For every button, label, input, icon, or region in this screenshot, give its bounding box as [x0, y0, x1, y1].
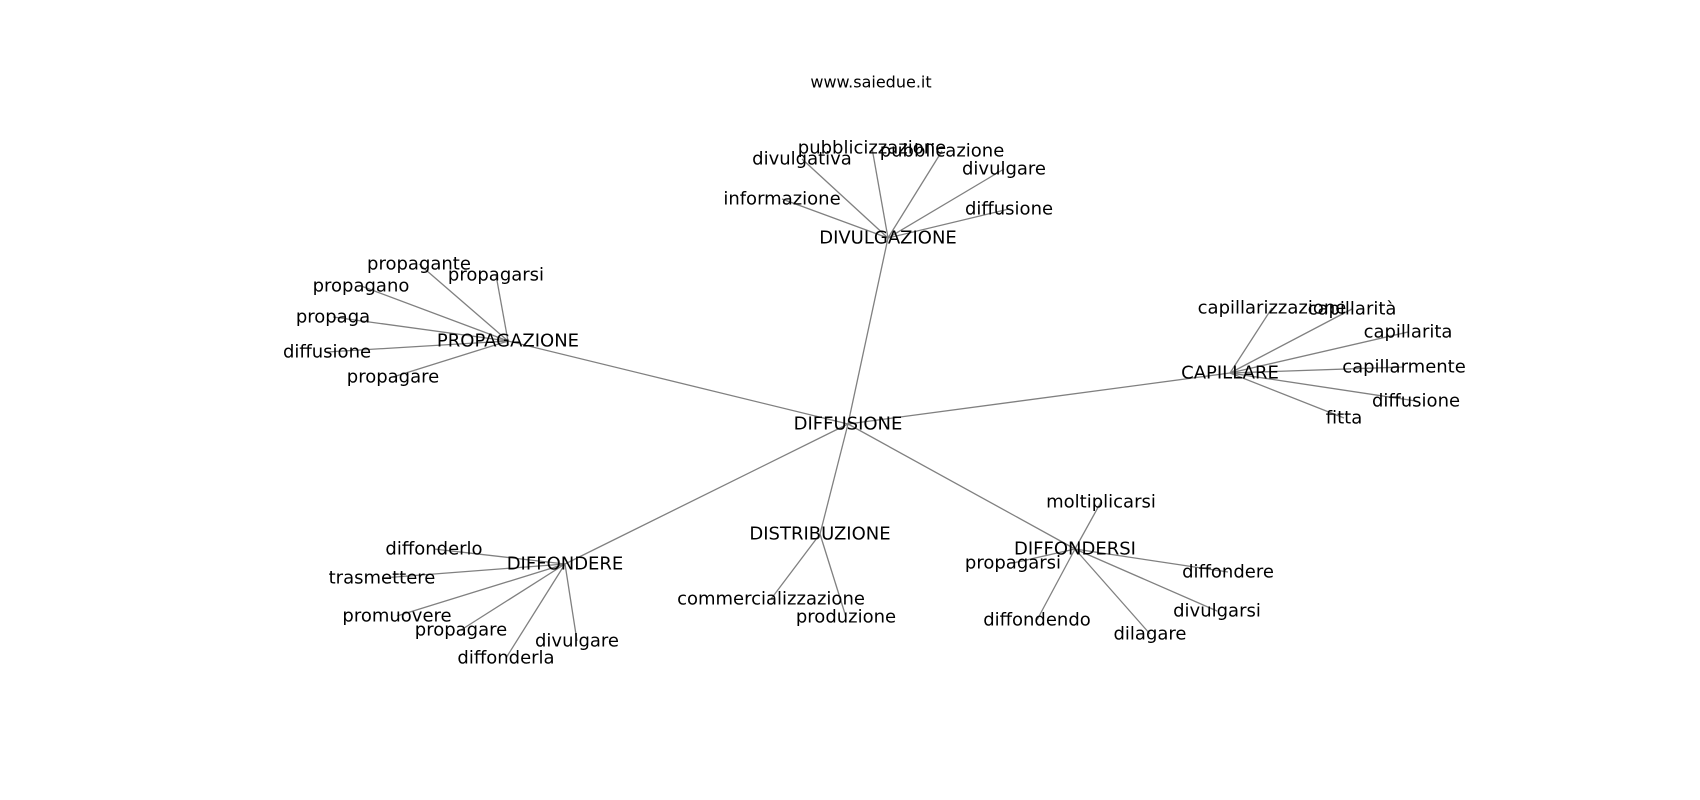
- edge-diffondere-leaf-3: [460, 563, 566, 631]
- edge-diffondersi-leaf-0: [1074, 501, 1102, 550]
- edge-distribuzione-leaf-0: [770, 533, 821, 600]
- edge-propagazione-leaf-0: [418, 263, 509, 342]
- leaf-node-diffondersi-0: moltiplicarsi: [1046, 492, 1156, 513]
- leaf-node-diffondere-0: diffonderlo: [385, 539, 482, 560]
- edge-divulgazione-leaf-1: [887, 150, 943, 239]
- edge-divulgazione-leaf-2: [801, 158, 889, 239]
- edge-capillare-leaf-3: [1229, 366, 1405, 374]
- edge-root-diffondere: [564, 423, 849, 565]
- leaf-node-diffondersi-4: diffondendo: [983, 610, 1091, 631]
- leaf-node-diffondere-1: trasmettere: [329, 568, 436, 589]
- leaf-node-capillare-3: capillarmente: [1342, 357, 1466, 378]
- edge-propagazione-leaf-4: [326, 340, 509, 353]
- leaf-node-propagazione-0: propagante: [367, 254, 471, 275]
- leaf-node-propagazione-3: propaga: [296, 307, 370, 328]
- cluster-node-propagazione: PROPAGAZIONE: [437, 331, 579, 352]
- edge-capillare-leaf-2: [1229, 331, 1409, 374]
- edge-root-capillare: [847, 372, 1231, 425]
- edge-propagazione-leaf-3: [332, 316, 509, 342]
- edge-distribuzione-leaf-1: [819, 533, 847, 618]
- edge-root-divulgazione: [847, 237, 889, 425]
- edge-diffondere-leaf-1: [381, 563, 566, 579]
- edge-diffondere-leaf-0: [433, 548, 566, 565]
- edge-capillare-leaf-5: [1229, 372, 1345, 419]
- leaf-node-capillare-1: capillarità: [1308, 299, 1397, 320]
- leaf-node-capillare-0: capillarizzazione: [1198, 298, 1347, 319]
- leaf-node-divulgazione-5: diffusione: [965, 199, 1053, 220]
- edge-divulgazione-leaf-5: [887, 208, 1010, 239]
- leaf-node-diffondersi-2: diffondere: [1182, 562, 1274, 583]
- edge-diffondere-leaf-2: [396, 563, 566, 617]
- cluster-node-diffondere: DIFFONDERE: [507, 554, 624, 575]
- watermark: www.saiedue.it: [810, 73, 931, 92]
- leaf-node-capillare-4: diffusione: [1372, 391, 1460, 412]
- leaf-node-diffondersi-1: propagarsi: [965, 553, 1061, 574]
- edge-root-diffondersi: [847, 423, 1076, 550]
- edge-propagazione-leaf-2: [360, 285, 509, 342]
- edge-diffondersi-leaf-2: [1074, 548, 1229, 573]
- leaf-node-diffondersi-3: divulgarsi: [1173, 601, 1261, 622]
- leaf-node-distribuzione-1: produzione: [796, 607, 896, 628]
- edge-diffondersi-leaf-1: [1012, 548, 1076, 564]
- leaf-node-propagazione-5: propagare: [347, 367, 439, 388]
- leaf-node-diffondere-2: promuovere: [342, 606, 451, 627]
- leaf-node-diffondersi-5: dilagare: [1114, 624, 1187, 645]
- cluster-node-divulgazione: DIVULGAZIONE: [819, 228, 957, 249]
- edge-divulgazione-leaf-0: [871, 147, 889, 239]
- edge-divulgazione-leaf-3: [887, 168, 1005, 239]
- leaf-node-divulgazione-1: pubblicazione: [880, 141, 1005, 162]
- edge-divulgazione-leaf-4: [781, 198, 889, 239]
- leaf-node-divulgazione-0: pubblicizzazione: [798, 138, 946, 159]
- leaf-node-diffondere-4: divulgare: [535, 631, 619, 652]
- edge-capillare-leaf-4: [1229, 372, 1417, 402]
- edge-root-propagazione: [507, 340, 849, 425]
- edge-diffondere-leaf-4: [564, 563, 578, 642]
- leaf-node-divulgazione-3: divulgare: [962, 159, 1046, 180]
- cluster-node-diffondersi: DIFFONDERSI: [1014, 539, 1136, 560]
- leaf-node-propagazione-4: diffusione: [283, 342, 371, 363]
- edge-root-distribuzione: [819, 423, 849, 535]
- cluster-node-capillare: CAPILLARE: [1181, 363, 1279, 384]
- leaf-node-capillare-2: capillarita: [1364, 322, 1453, 343]
- edge-diffondersi-leaf-3: [1074, 548, 1218, 612]
- leaf-node-propagazione-1: propagarsi: [448, 265, 544, 286]
- edge-diffondersi-leaf-5: [1074, 548, 1151, 635]
- leaf-node-capillare-5: fitta: [1326, 408, 1362, 429]
- edge-propagazione-leaf-1: [495, 274, 509, 342]
- leaf-node-distribuzione-0: commercializzazione: [677, 589, 865, 610]
- edge-diffondersi-leaf-4: [1036, 548, 1076, 621]
- edge-capillare-leaf-1: [1229, 308, 1353, 374]
- leaf-node-diffondere-3: propagare: [415, 620, 507, 641]
- edge-propagazione-leaf-5: [392, 340, 509, 378]
- cluster-node-distribuzione: DISTRIBUZIONE: [749, 524, 890, 545]
- edges: [326, 147, 1417, 659]
- edge-capillare-leaf-0: [1229, 307, 1273, 374]
- edge-diffondere-leaf-5: [505, 563, 566, 659]
- nodes: DIFFUSIONE DIVULGAZIONE pubblicizzazionepu…: [283, 138, 1466, 669]
- leaf-node-diffondere-5: diffonderla: [457, 648, 554, 669]
- leaf-node-divulgazione-2: divulgativa: [752, 149, 852, 170]
- root-node-diffusione: DIFFUSIONE: [794, 414, 903, 435]
- leaf-node-propagazione-2: propagano: [313, 276, 410, 297]
- leaf-node-divulgazione-4: informazione: [723, 189, 840, 210]
